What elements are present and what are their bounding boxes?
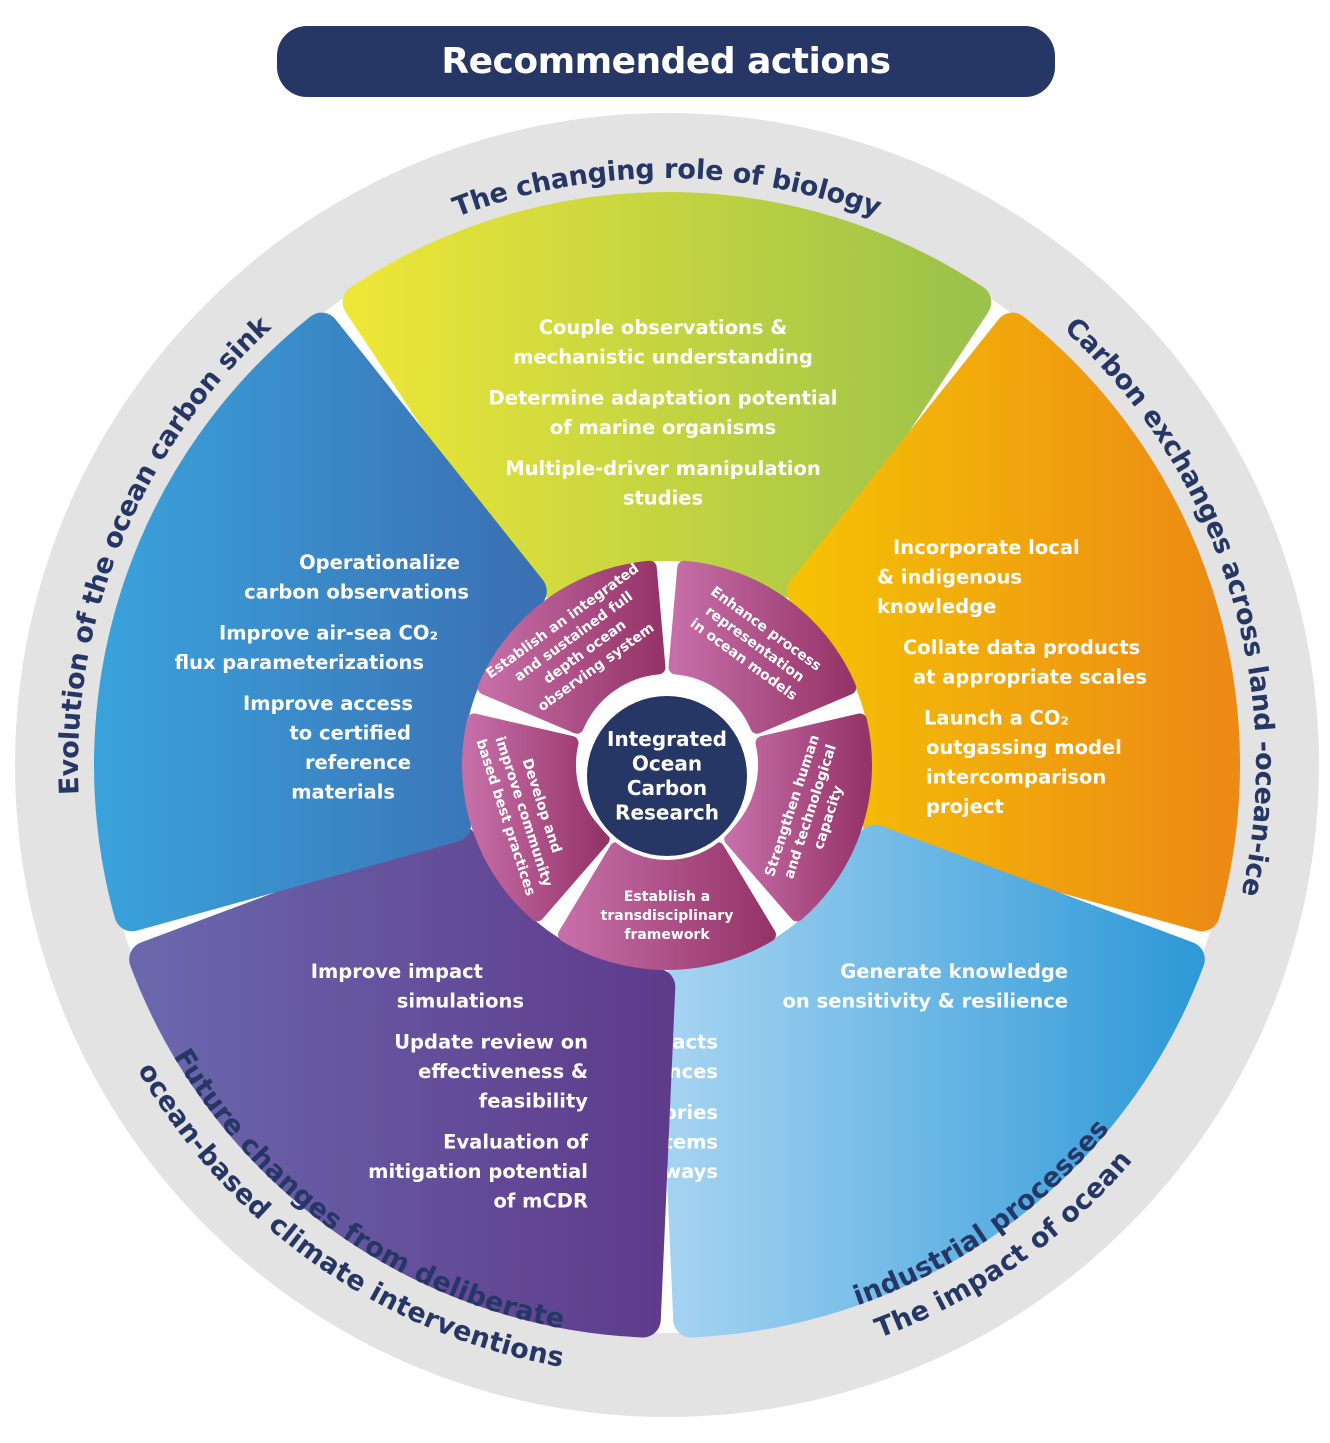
action-item: Couple observations &mechanistic underst… (513, 316, 813, 369)
hub-circle (587, 696, 747, 856)
petal-shape (129, 824, 676, 1338)
petal-shape (658, 824, 1205, 1338)
title-banner: Recommended actions (277, 26, 1055, 97)
petal-biology: Couple observations &mechanistic underst… (342, 192, 992, 598)
petal-shape (787, 312, 1240, 932)
inner-segment-capacity: Strengthen humanand technologicalcapacit… (724, 713, 872, 922)
inner-segment-shape (477, 560, 666, 734)
title-text: Recommended actions (441, 41, 891, 82)
inner-segment-shape (462, 713, 610, 922)
petal-shape (94, 312, 547, 932)
inner-segment-shape (668, 560, 857, 734)
inner-segment-shape (558, 842, 776, 970)
petal-layer: Couple observations &mechanistic underst… (94, 192, 1240, 1338)
inner-segment-shape (724, 713, 872, 922)
petal-shape (342, 192, 992, 598)
